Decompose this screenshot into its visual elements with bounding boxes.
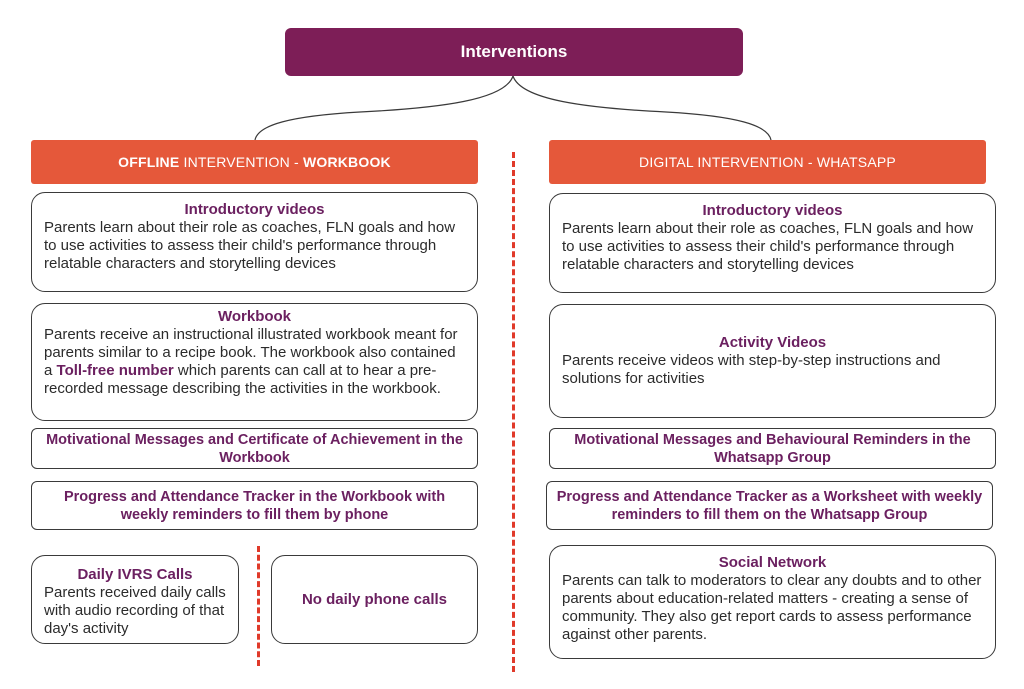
offline-header-normal: INTERVENTION - (179, 154, 303, 170)
digital-header: DIGITAL INTERVENTION - WHATSAPP (549, 140, 986, 184)
connector-left (254, 75, 514, 141)
no-calls-text: No daily phone calls (301, 590, 448, 608)
activity-videos-title: Activity Videos (718, 334, 827, 351)
activity-videos-body: Parents receive videos with step-by-step… (562, 352, 941, 387)
offline-workbook-card: Workbook Parents receive an instructiona… (31, 303, 478, 421)
offline-intro-body: Parents learn about their role as coache… (44, 219, 456, 272)
offline-motivational-text: Motivational Messages and Certificate of… (46, 431, 463, 466)
digital-motivational-box: Motivational Messages and Behavioural Re… (549, 428, 996, 469)
digital-intro-title: Introductory videos (702, 202, 843, 219)
ivrs-card: Daily IVRS Calls Parents received daily … (31, 555, 239, 644)
toll-free-number: Toll-free number (56, 362, 174, 379)
digital-tracker-box: Progress and Attendance Tracker as a Wor… (546, 481, 993, 530)
offline-workbook-body: Parents receive an instructional illustr… (44, 326, 458, 397)
no-calls-card: No daily phone calls (271, 555, 478, 644)
digital-header-text: DIGITAL INTERVENTION - WHATSAPP (639, 154, 896, 170)
offline-header-bold-2: WORKBOOK (302, 154, 391, 170)
interventions-title: Interventions (460, 42, 568, 61)
offline-workbook-title: Workbook (217, 308, 292, 325)
social-network-title: Social Network (718, 554, 827, 571)
offline-motivational-box: Motivational Messages and Certificate of… (31, 428, 478, 469)
offline-intro-title: Introductory videos (184, 201, 325, 218)
center-divider (512, 152, 515, 672)
offline-tracker-box: Progress and Attendance Tracker in the W… (31, 481, 478, 530)
digital-intro-card: Introductory videos Parents learn about … (549, 193, 996, 293)
offline-tracker-text: Progress and Attendance Tracker in the W… (63, 488, 446, 523)
offline-sub-divider (257, 546, 260, 666)
interventions-title-box: Interventions (285, 28, 743, 76)
social-network-body: Parents can talk to moderators to clear … (562, 572, 982, 643)
offline-header: OFFLINE INTERVENTION - WORKBOOK (31, 140, 478, 184)
activity-videos-card: Activity Videos Parents receive videos w… (549, 304, 996, 418)
connector-right (512, 75, 772, 141)
ivrs-body: Parents received daily calls with audio … (44, 584, 226, 637)
offline-intro-card: Introductory videos Parents learn about … (31, 192, 478, 292)
ivrs-title: Daily IVRS Calls (77, 566, 193, 583)
digital-motivational-text: Motivational Messages and Behavioural Re… (574, 431, 971, 466)
offline-header-bold-1: OFFLINE (118, 154, 180, 170)
social-network-card: Social Network Parents can talk to moder… (549, 545, 996, 659)
digital-tracker-text: Progress and Attendance Tracker as a Wor… (556, 488, 983, 523)
digital-intro-body: Parents learn about their role as coache… (562, 220, 974, 273)
